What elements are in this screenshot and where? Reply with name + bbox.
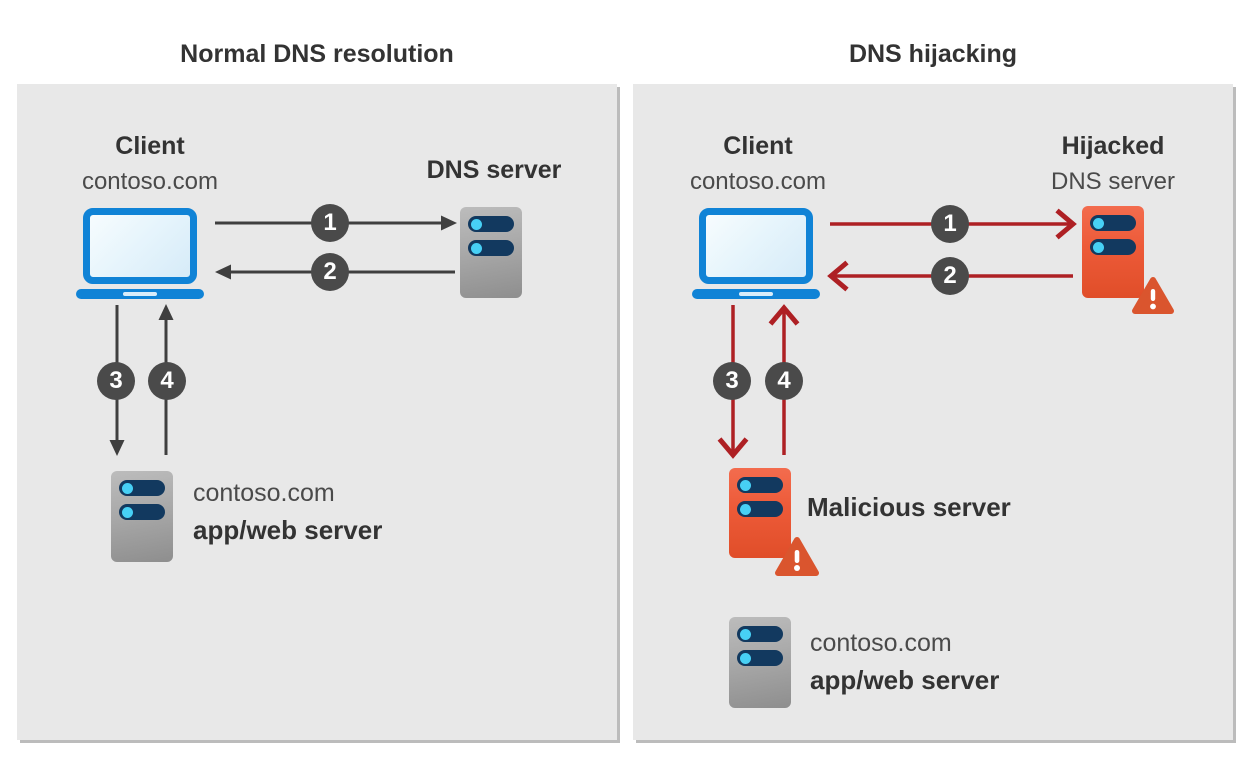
client-domain: contoso.com [81,168,219,195]
laptop-base [76,289,204,299]
panel-dns-hijacking: Client contoso.com Hijacked DNS server 1… [633,84,1233,740]
server-bay-icon [737,626,783,642]
app-server-role: app/web server [193,515,383,545]
server-led-icon [740,503,751,515]
server-bay-icon [1090,215,1136,231]
app-server-domain: contoso.com [810,629,952,657]
step-badge-4: 4 [148,362,186,400]
step-badge-3: 3 [713,362,751,400]
step-badge-1: 1 [311,204,349,242]
step-badge-3: 3 [97,362,135,400]
dns-server-label: DNS server [426,156,562,184]
app-server-role: app/web server [810,665,1000,695]
server-led-icon [740,652,751,664]
app-web-server-icon [729,617,791,708]
server-bay-icon [1090,239,1136,255]
warning-triangle-icon [775,537,819,576]
client-domain: contoso.com [689,168,827,195]
malicious-server-label: Malicious server [807,492,1011,522]
app-web-server-label: contoso.com app/web server [810,625,999,699]
step-badge-1: 1 [931,205,969,243]
server-led-icon [1093,217,1104,229]
server-led-icon [122,506,133,518]
server-led-icon [122,482,133,494]
title-normal-dns-resolution: Normal DNS resolution [180,40,454,68]
laptop-icon [76,208,218,300]
server-bay-icon [737,650,783,666]
server-led-icon [740,479,751,491]
panel-normal-dns: Client contoso.com DNS server 1 2 3 4 co… [17,84,617,740]
server-bay-icon [468,240,514,256]
server-bay-icon [119,480,165,496]
server-led-icon [471,242,482,254]
server-led-icon [1093,241,1104,253]
step-badge-2: 2 [931,257,969,295]
malicious-server-icon [729,468,791,558]
laptop-screen [83,208,197,284]
step-badge-2: 2 [311,253,349,291]
laptop-base [692,289,820,299]
dns-server-icon [460,207,522,298]
warning-triangle-icon [1132,277,1174,314]
client-label: Client contoso.com [658,128,858,200]
app-web-server-label: contoso.com app/web server [193,475,382,549]
client-label: Client contoso.com [50,128,250,200]
step-badge-4: 4 [765,362,803,400]
server-bay-icon [468,216,514,232]
client-name: Client [115,132,185,160]
server-bay-icon [119,504,165,520]
server-led-icon [471,218,482,230]
title-dns-hijacking: DNS hijacking [848,40,1018,68]
hijacked-dns-server-label: Hijacked DNS server [1050,132,1176,195]
server-bay-icon [737,501,783,517]
app-web-server-icon [111,471,173,562]
hijacked-dns-server-icon [1082,206,1144,298]
laptop-trackpad-slot [123,292,157,296]
laptop-screen [699,208,813,284]
laptop-icon [692,208,834,300]
server-led-icon [740,628,751,640]
app-server-domain: contoso.com [193,479,335,507]
client-name: Client [723,132,793,160]
laptop-trackpad-slot [739,292,773,296]
server-bay-icon [737,477,783,493]
